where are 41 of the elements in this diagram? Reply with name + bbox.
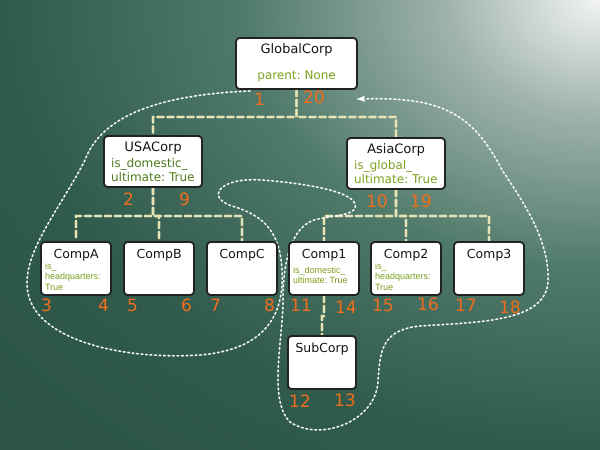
visit-order-number: 16	[417, 297, 439, 314]
company-name: CompB	[136, 246, 182, 261]
visit-order-number: 15	[372, 298, 394, 315]
visit-order-number: 1	[254, 92, 265, 109]
company-name: SubCorp	[295, 340, 349, 355]
attribute-text: is_global_ ultimate: True	[354, 158, 438, 186]
visit-order-number: 10	[366, 194, 388, 211]
company-name: Comp2	[384, 246, 428, 261]
visit-order-number: 3	[41, 298, 52, 315]
tree-connector	[394, 188, 490, 242]
visit-order-number: 20	[303, 90, 325, 107]
visit-order-number: 5	[127, 298, 138, 315]
visit-order-number: 9	[179, 192, 190, 209]
attribute-text: is_ headquarters: True	[45, 261, 102, 292]
company-name: CompC	[219, 246, 265, 261]
attribute-text: is_ headquarters: True	[375, 261, 432, 292]
company-name: AsiaCorp	[367, 142, 425, 158]
traversal-arrow	[26, 90, 549, 431]
attribute-text: parent: None	[257, 68, 336, 82]
company-name: CompA	[53, 246, 99, 261]
visit-order-number: 4	[98, 298, 109, 315]
visit-order-number: 18	[499, 300, 521, 317]
company-name: Comp1	[302, 246, 346, 261]
visit-order-number: 14	[335, 300, 357, 317]
visit-order-number: 17	[455, 298, 477, 315]
tree-connector	[295, 88, 398, 138]
attribute-text: is_domestic_ ultimate: True	[293, 265, 349, 286]
company-name: GlobalCorp	[260, 42, 333, 58]
attribute-text: is_domestic_ ultimate: True	[111, 156, 195, 184]
visit-order-number: 11	[290, 298, 312, 315]
visit-order-number: 13	[334, 393, 356, 410]
tree-connector	[320, 294, 326, 336]
company-name: USACorp	[124, 140, 182, 156]
company-name: Comp3	[466, 246, 512, 261]
visit-order-number: 7	[210, 298, 221, 315]
visit-order-number: 12	[289, 394, 311, 411]
visit-order-number: 19	[410, 194, 432, 211]
visit-order-number: 6	[181, 298, 192, 315]
visit-order-number: 8	[264, 298, 275, 315]
visit-order-number: 2	[123, 192, 134, 209]
tree-connector	[152, 186, 244, 242]
